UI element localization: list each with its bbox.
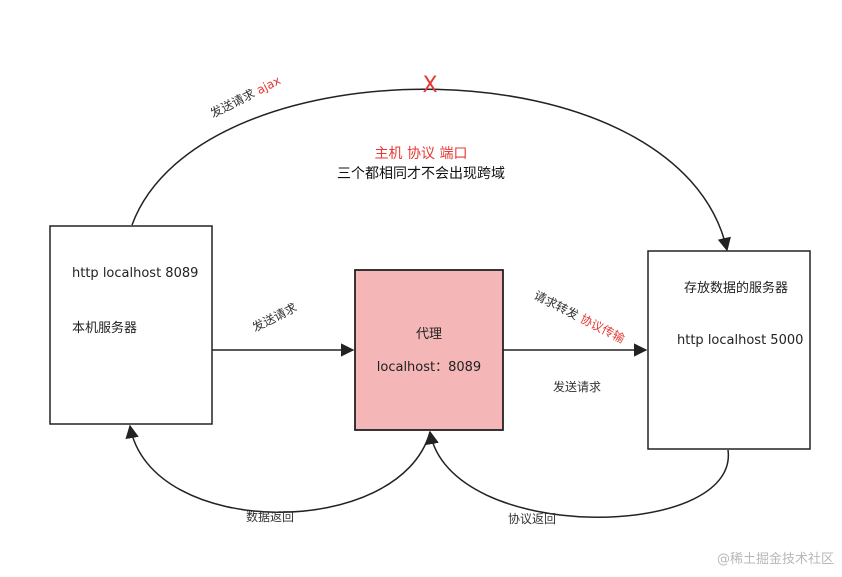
local-server-address: http localhost 8089: [72, 266, 198, 281]
data-server-box: [647, 250, 811, 450]
data-server-address: http localhost 5000: [677, 333, 803, 348]
proxy-address: localhost：8089: [377, 360, 481, 375]
local-to-proxy-label: 发送请求: [250, 300, 300, 335]
local-server-label: 本机服务器: [72, 320, 137, 336]
ajax-request-arc: [131, 88, 731, 252]
data-return-arc: [125, 424, 431, 513]
proxy-forward-label: 请求转发 协议传输: [532, 287, 628, 346]
ajax-request-label: 发送请求 ajax: [208, 72, 283, 120]
same-origin-explanation: 三个都相同才不会出现跨域: [337, 166, 505, 182]
local-server-box: [49, 225, 213, 425]
data-return-label: 数据返回: [246, 509, 294, 524]
blocked-x-mark: X: [422, 73, 437, 98]
watermark: @稀土掘金技术社区: [717, 551, 834, 567]
protocol-return-label: 协议返回: [508, 511, 556, 526]
proxy-send-label: 发送请求: [553, 379, 601, 394]
proxy-title: 代理: [416, 327, 442, 342]
same-origin-criteria: 主机 协议 端口: [375, 146, 468, 162]
protocol-return-arc: [425, 430, 729, 518]
data-server-label: 存放数据的服务器: [684, 280, 788, 296]
proxy-box: [354, 269, 504, 431]
